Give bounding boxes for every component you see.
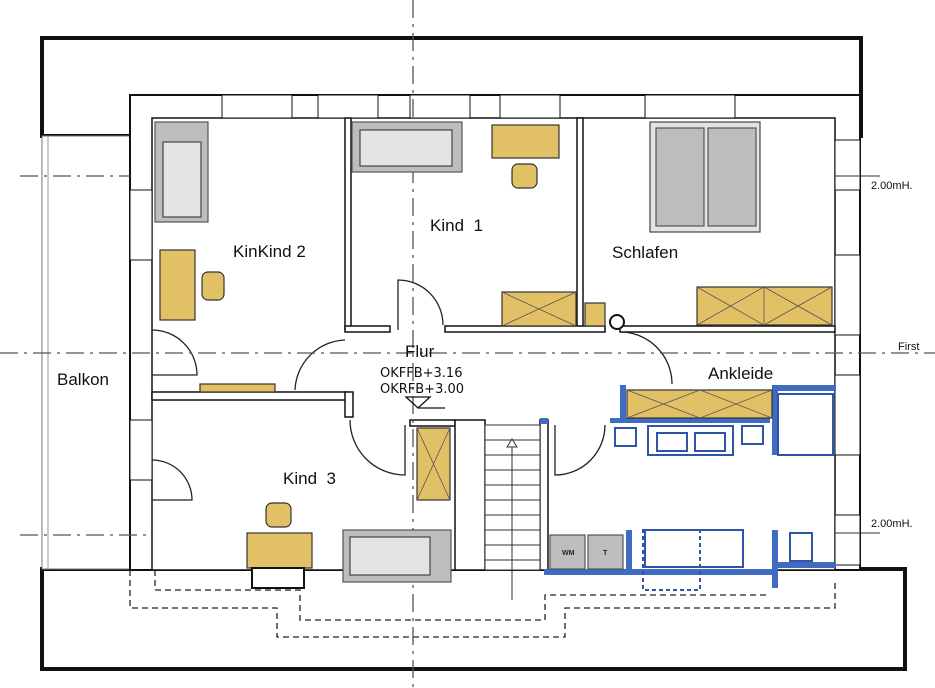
dormer-window-kind3: [251, 567, 305, 589]
chair-kind3: [265, 502, 292, 528]
inner-walls: [151, 117, 836, 571]
windows-top: [221, 94, 736, 119]
desk-kind1: [491, 124, 560, 159]
chair-kind2: [201, 271, 225, 301]
staircase[interactable]: [484, 424, 541, 600]
room-label-flur: Flur: [405, 342, 435, 361]
wardrobe-schlafen: [696, 286, 833, 326]
desk-kind3: [246, 532, 313, 569]
dryer-label: T: [603, 550, 608, 557]
washing-machine: [549, 534, 586, 570]
door-ankleide[interactable]: [554, 424, 606, 476]
height-label-top: 2.00mH.: [871, 180, 913, 192]
door-flur-left[interactable]: [294, 339, 346, 391]
door-kind3-flur[interactable]: [349, 419, 406, 476]
bed-kind2-mattress: [162, 141, 202, 218]
roof-outline-dashed: [129, 570, 836, 638]
shaft: [584, 302, 606, 327]
level-okffb: OKFFB+3.16: [380, 366, 462, 381]
room-label-ankleide: Ankleide: [708, 364, 773, 383]
dryer: [587, 534, 624, 570]
room-label-kind1: Kind 1: [430, 216, 483, 235]
roof-outline-dashed-inner: [154, 570, 770, 621]
door-kind2[interactable]: [151, 329, 198, 376]
room-label-kind2: KinKind 2: [233, 242, 306, 261]
bed-kind1-mattress: [359, 129, 453, 167]
washer-label: WM: [562, 550, 575, 557]
ankleide-new-walls: [540, 385, 836, 588]
chair-kind1: [511, 163, 538, 189]
height-label-bottom: 2.00mH.: [871, 518, 913, 530]
desk-kind2: [159, 249, 196, 321]
level-marker-icon: [404, 396, 445, 409]
first-label: First: [898, 341, 919, 353]
double-bed-right: [707, 127, 757, 227]
double-bed-left: [655, 127, 705, 227]
chimney-icon: [609, 314, 625, 330]
ankleide-cabinet: [626, 389, 773, 419]
bathtub-kind3-inner: [349, 536, 431, 576]
door-kind3[interactable]: [151, 459, 193, 501]
ankleide-fixtures: [614, 393, 834, 591]
room-label-kind3: Kind 3: [283, 469, 336, 488]
flur-cabinet: [416, 427, 451, 501]
level-okrfb: OKRFB+3.00: [380, 382, 464, 397]
windows-side: [129, 139, 861, 566]
roof-beam-bottom: [40, 567, 907, 671]
shelf-kind2: [199, 383, 276, 393]
wardrobe-kind1: [501, 291, 577, 327]
door-kind1[interactable]: [397, 279, 444, 330]
room-label-schlafen: Schlafen: [612, 243, 678, 262]
door-schlafen[interactable]: [619, 331, 673, 385]
room-label-balkon: Balkon: [57, 370, 109, 389]
